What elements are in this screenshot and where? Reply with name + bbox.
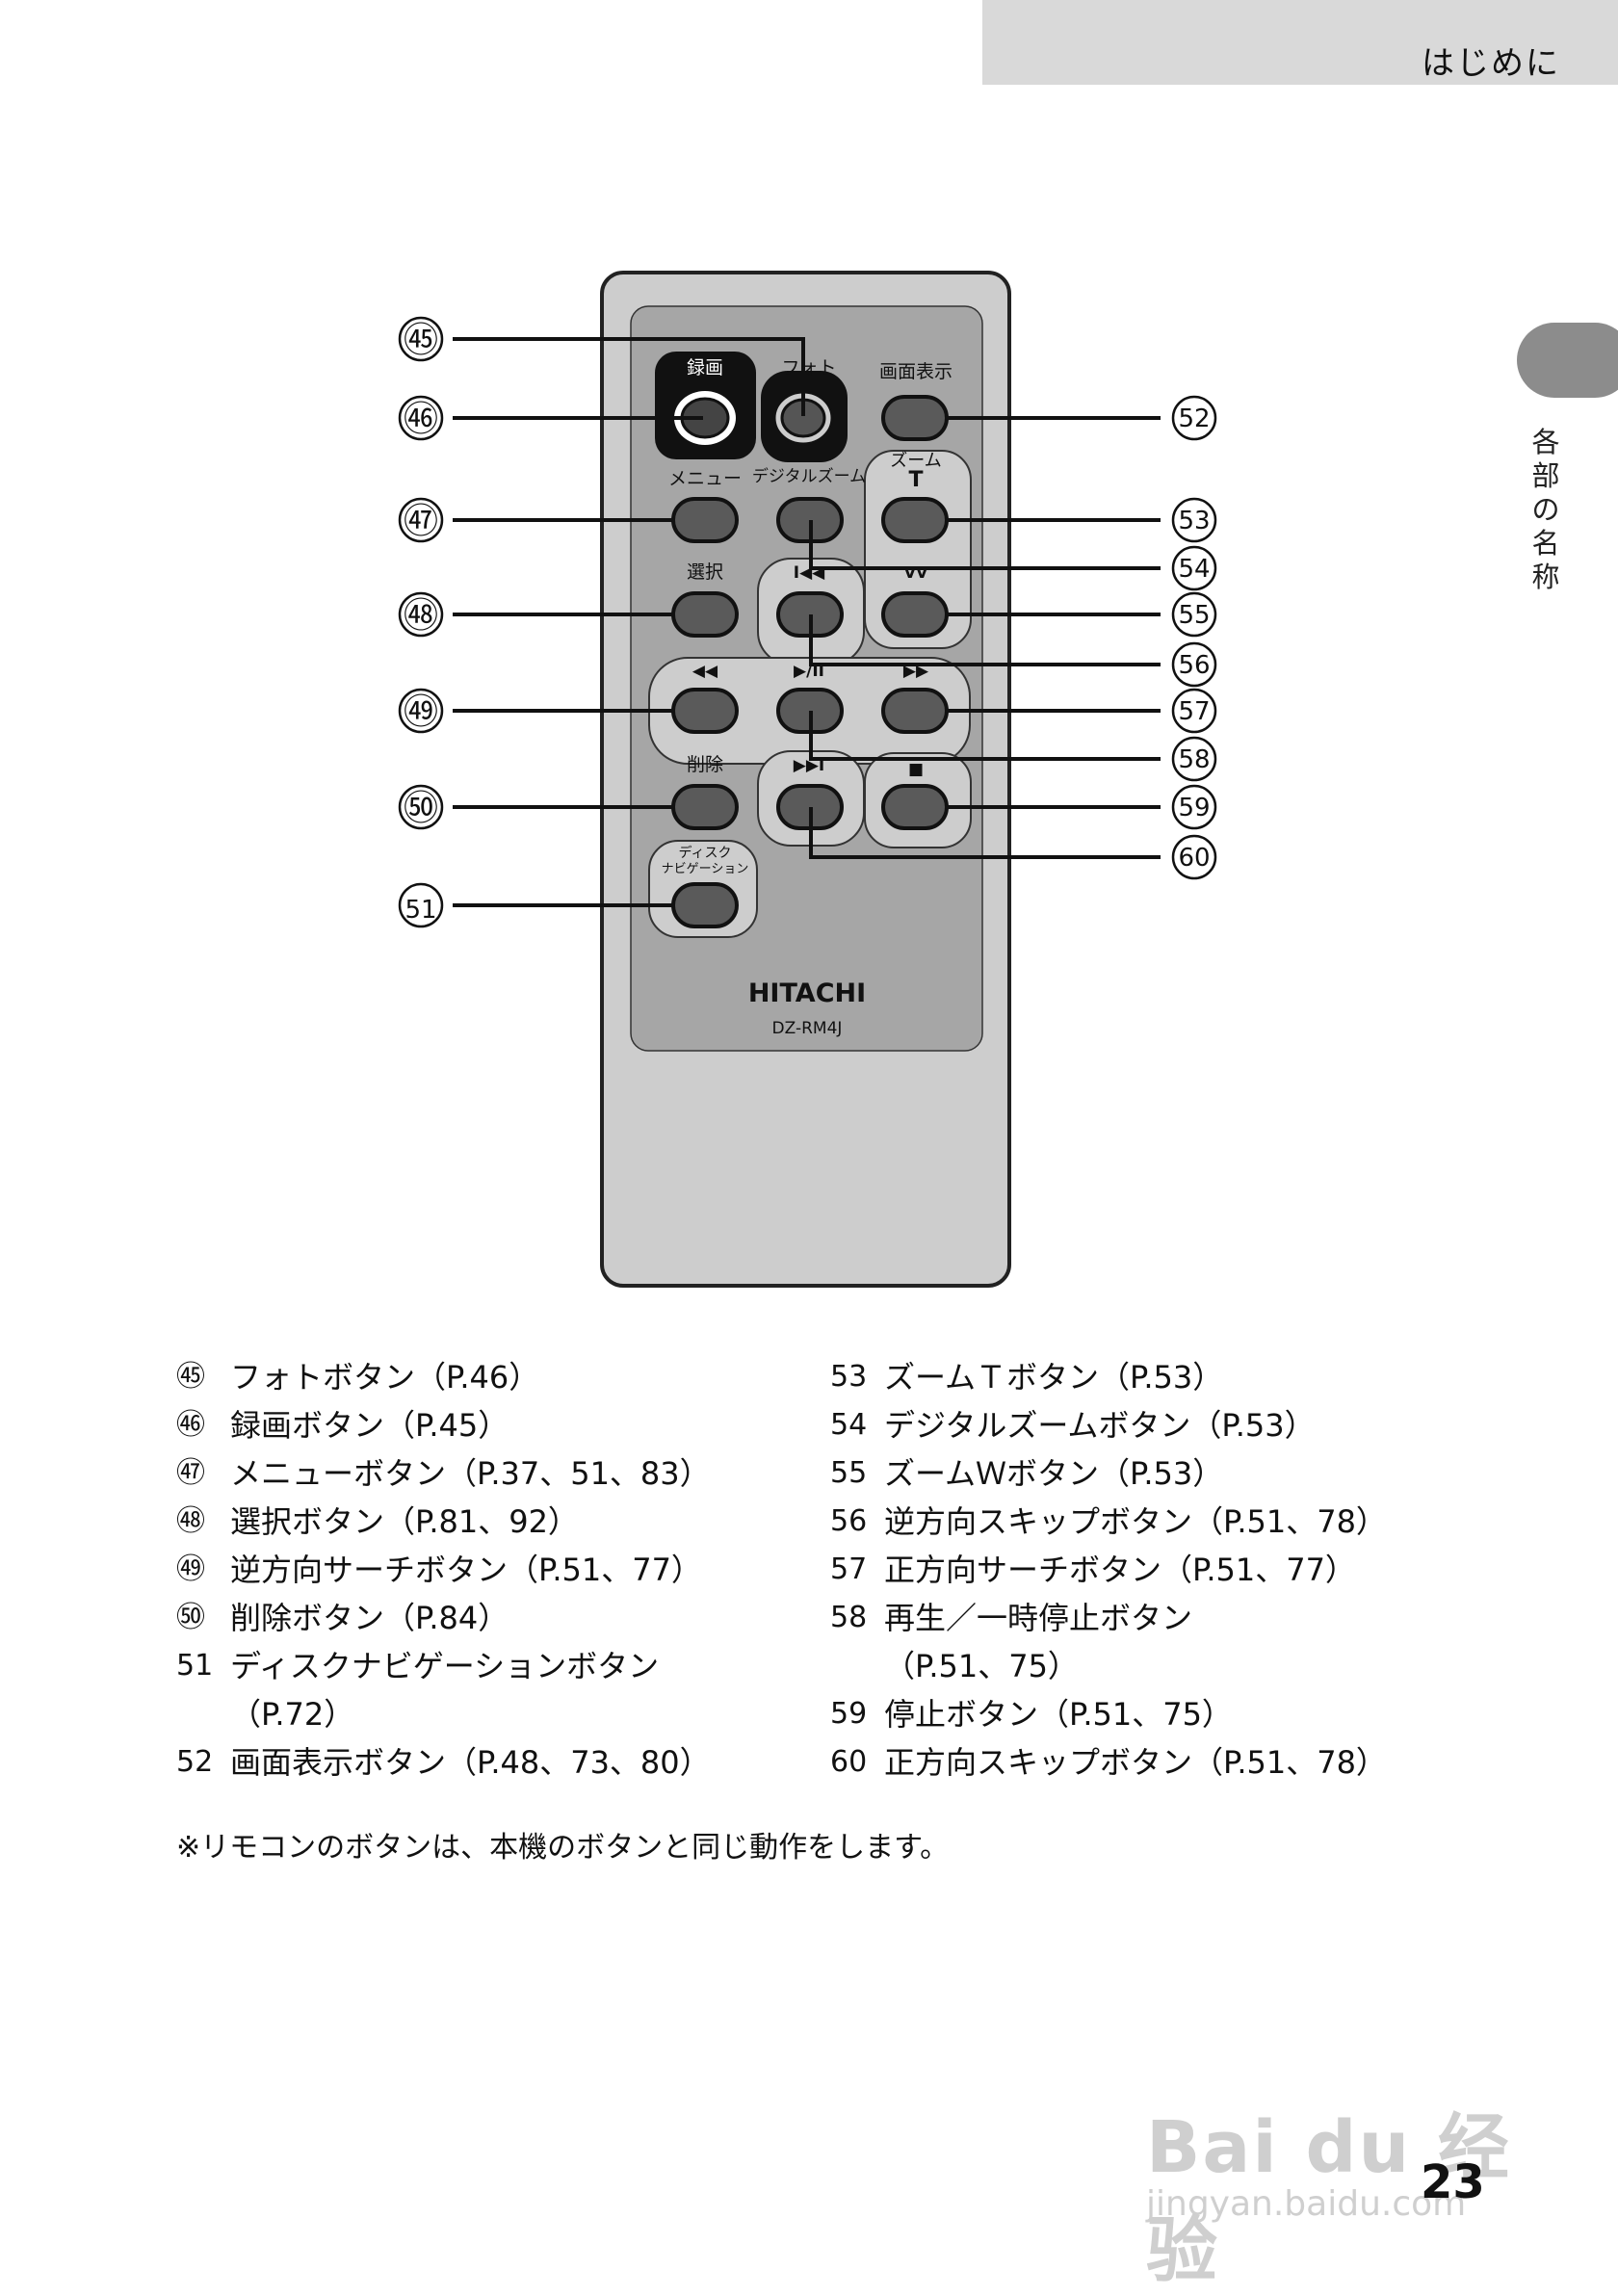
footnote: ※リモコンのボタンは、本機のボタンと同じ動作をします。: [176, 1823, 949, 1866]
display-label: 画面表示: [879, 361, 953, 382]
callout-45: ㊺: [404, 321, 438, 360]
zoom-w-button[interactable]: [883, 593, 947, 636]
menu-button[interactable]: [673, 499, 737, 541]
callout-57: 57: [1178, 697, 1210, 726]
callout-52: 52: [1178, 404, 1210, 433]
callout-49: ㊾: [404, 692, 438, 732]
callout-46: ㊻: [404, 400, 438, 439]
callout-54: 54: [1178, 555, 1210, 584]
disc-nav-label-1: ディスク: [678, 845, 731, 861]
select-button[interactable]: [673, 593, 737, 636]
model-label: DZ-RM4J: [772, 1019, 843, 1038]
callout-53: 53: [1178, 507, 1210, 535]
callout-60: 60: [1178, 844, 1210, 873]
callout-50: ㊿: [404, 789, 438, 828]
remote-diagram: 録画 フォト 画面表示 メニュー デジタルズーム ズーム T 選択 I◀◀ VV…: [0, 0, 1618, 1348]
stop-label: ■: [908, 760, 924, 779]
callout-56: 56: [1178, 651, 1210, 680]
callout-48: ㊽: [404, 596, 438, 636]
search-fwd-button[interactable]: [883, 690, 947, 732]
disc-nav-label-2: ナビゲーション: [662, 862, 749, 876]
search-back-button[interactable]: [673, 690, 737, 732]
display-button[interactable]: [883, 397, 947, 439]
search-back-label: ◀◀: [692, 662, 718, 681]
menu-label: メニュー: [668, 468, 742, 489]
callout-59: 59: [1178, 794, 1210, 822]
delete-label: 削除: [687, 754, 723, 775]
rec-label: 録画: [687, 357, 723, 378]
disc-nav-button[interactable]: [673, 884, 737, 926]
page-number: 23: [1421, 2155, 1485, 2209]
brand-logo: HITACHI: [748, 978, 866, 1008]
watermark-sub: jingyan.baidu.com: [1146, 2184, 1466, 2224]
zoom-t-label: T: [908, 468, 923, 492]
digital-zoom-label: デジタルズーム: [752, 466, 866, 486]
callout-47: ㊼: [404, 502, 438, 541]
delete-button[interactable]: [673, 786, 737, 828]
photo-label: フォト: [781, 357, 836, 378]
stop-button[interactable]: [883, 786, 947, 828]
baidu-watermark: Bai du 经验 jingyan.baidu.com: [1146, 2071, 1570, 2225]
zoom-t-button[interactable]: [883, 499, 947, 541]
callout-51: 51: [404, 896, 436, 925]
select-label: 選択: [687, 561, 723, 583]
zoom-w-label: VV: [904, 563, 928, 582]
callout-55: 55: [1178, 601, 1210, 630]
callout-58: 58: [1178, 745, 1210, 774]
